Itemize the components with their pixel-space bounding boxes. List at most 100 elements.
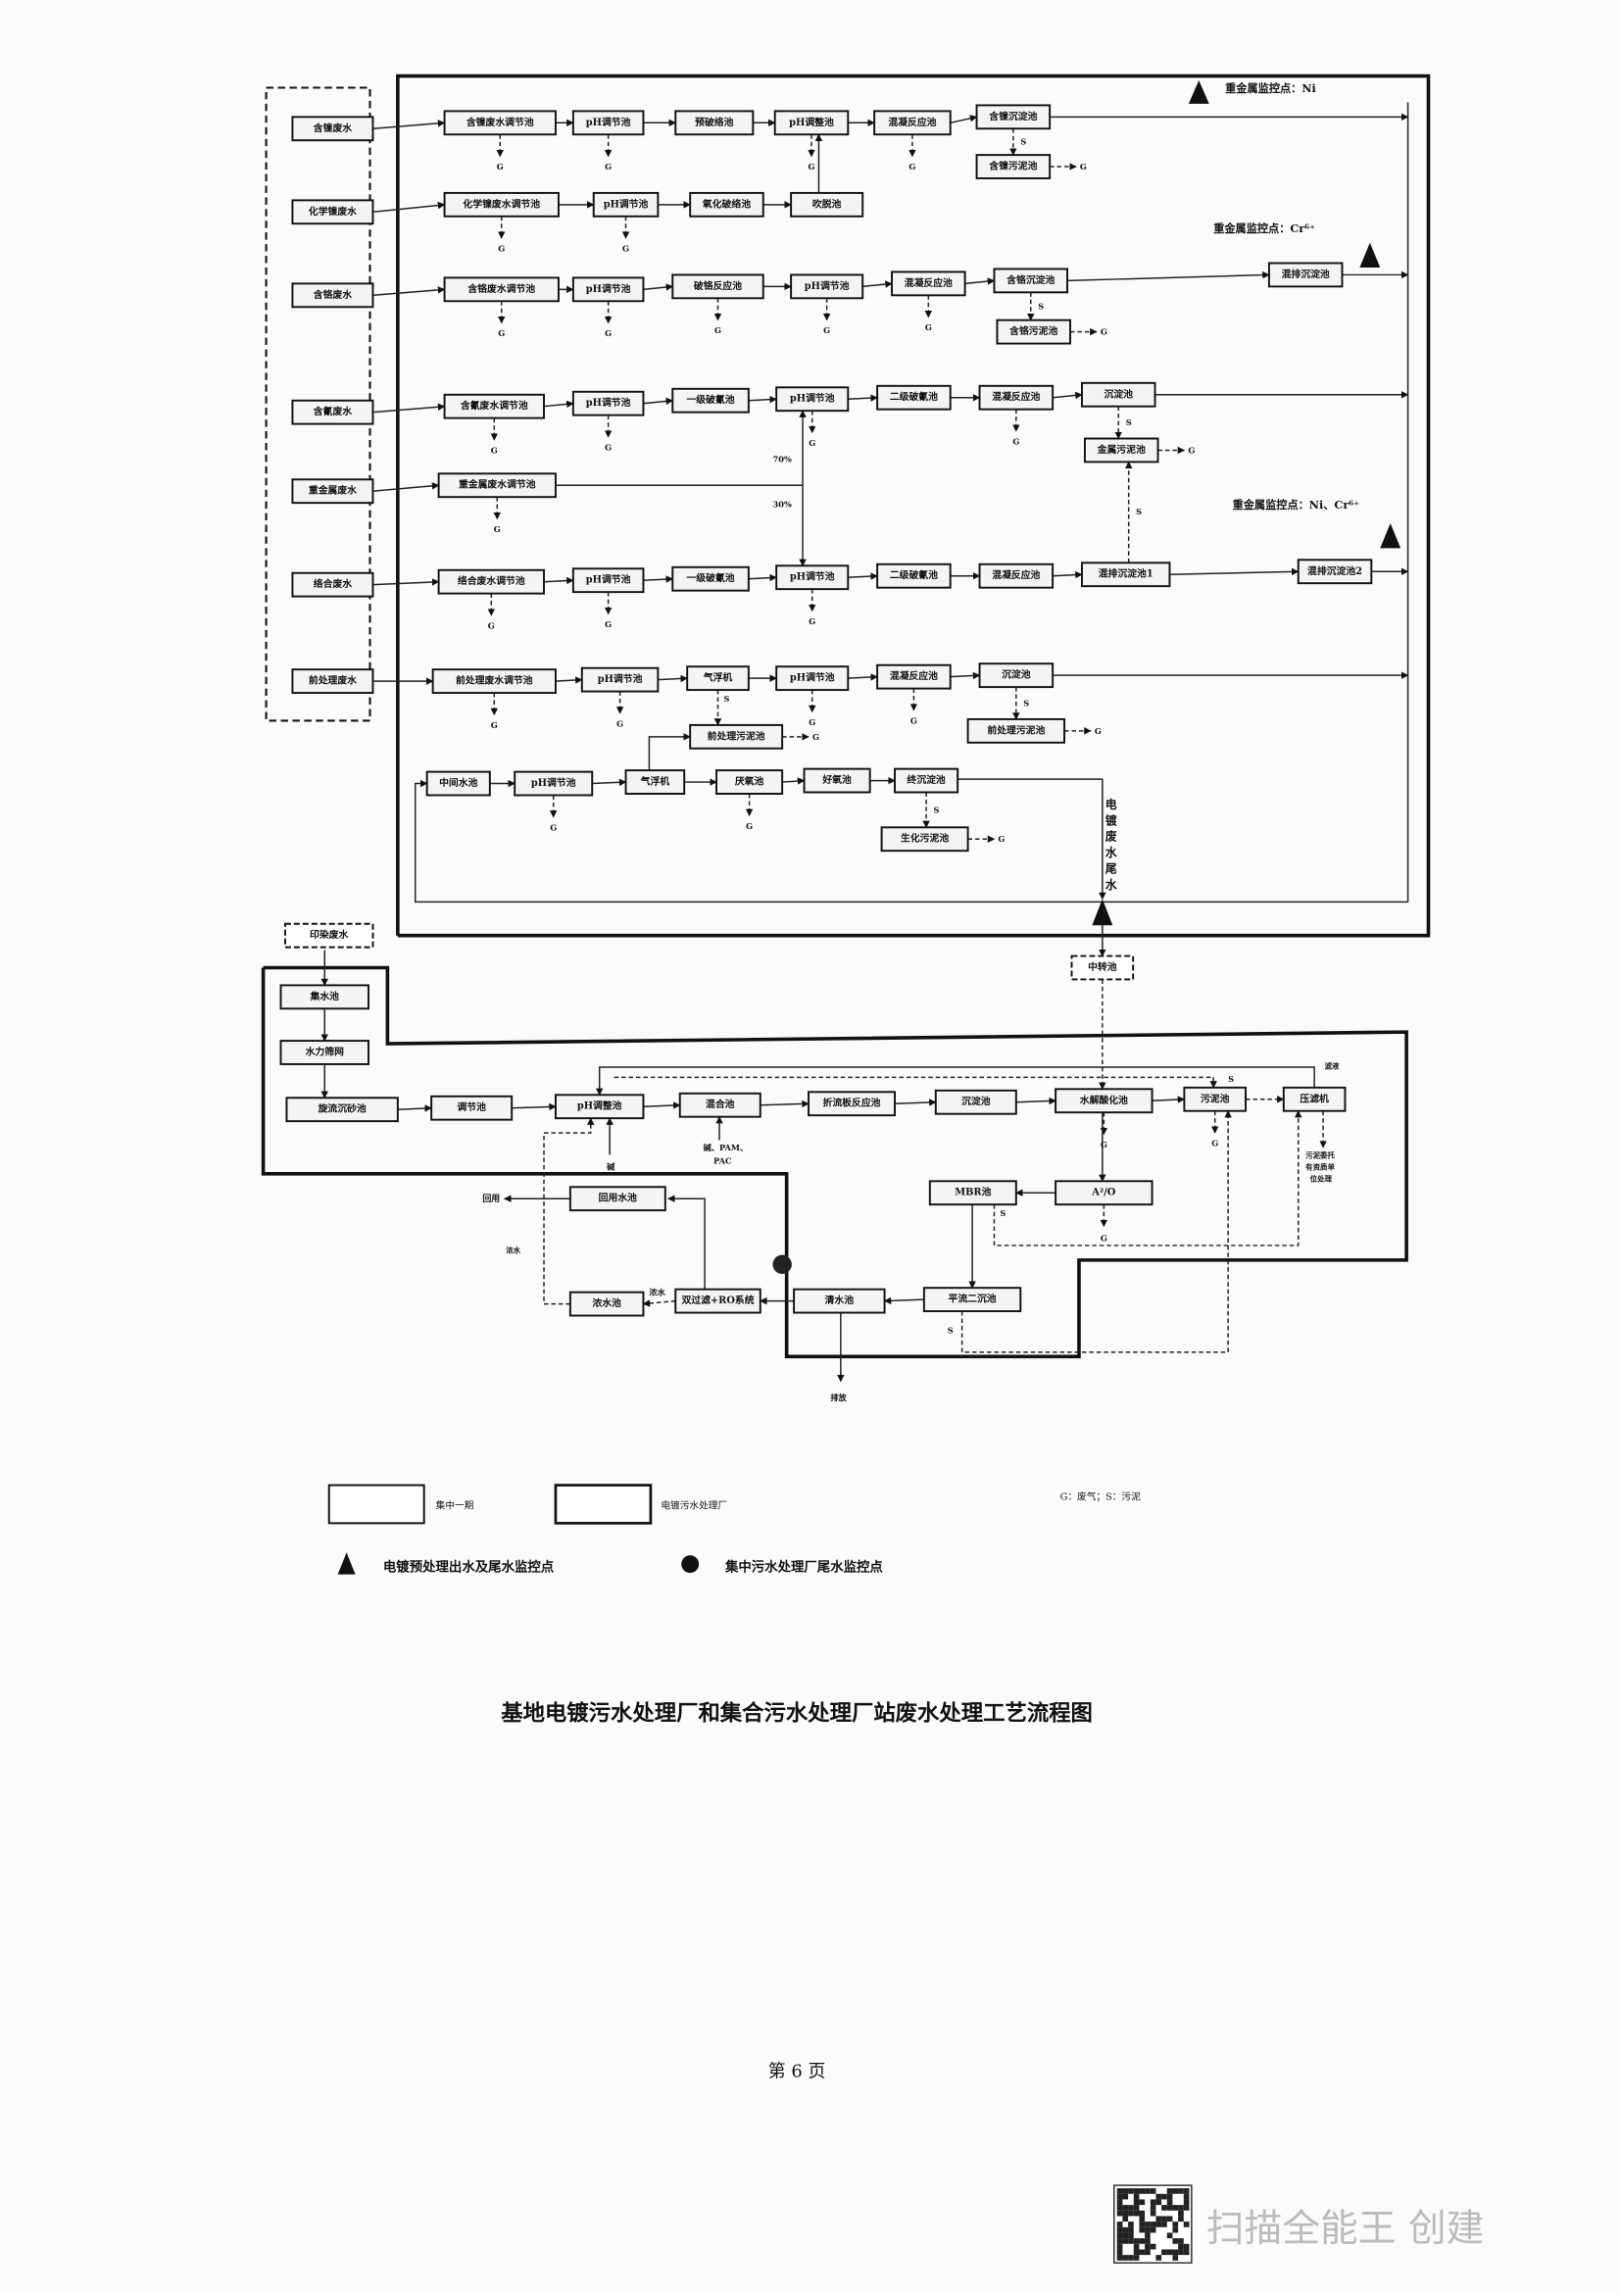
gas-marker: G	[1101, 327, 1107, 337]
sludge-marker: S	[1136, 507, 1142, 516]
conc-water-label-1: 浓水	[506, 1245, 520, 1254]
flow-line	[748, 395, 777, 404]
sludge-marker: S	[1000, 1208, 1006, 1218]
gas-marker: G	[823, 325, 830, 335]
qr-code-icon	[1113, 2184, 1193, 2264]
gas-marker: G	[1101, 1233, 1107, 1243]
process-box-r2-2: pH调节池	[592, 191, 660, 218]
process-box-src-cx: 络合废水	[291, 571, 374, 598]
process-box-label: 含镍废水调节池	[466, 116, 534, 128]
process-box-r3-6: 含铬沉淀池	[993, 268, 1069, 294]
process-box-label: 重金属废水调节池	[459, 478, 536, 491]
process-box-r8-1: 中间水池	[425, 770, 491, 797]
process-box-r5-1: 重金属废水调节池	[437, 472, 557, 499]
process-box-b-col: 集水池	[279, 984, 369, 1010]
process-box-b-sed: 沉淀池	[934, 1089, 1017, 1115]
dashed-flow-line	[543, 1117, 595, 1305]
legend-circle-icon	[681, 1555, 700, 1574]
process-box-label: 沉淀池	[961, 1095, 991, 1107]
process-box-b-mix: 混合池	[678, 1092, 761, 1118]
discharge-label: 排放	[830, 1392, 847, 1402]
process-box-r3-3: 破铬反应池	[671, 273, 764, 300]
gas-marker: G	[1080, 162, 1087, 171]
flow-line	[592, 778, 627, 787]
process-box-label: 络合废水	[314, 577, 352, 590]
process-box-label: pH调节池	[586, 282, 631, 295]
process-box-r4-6: 混凝反应池	[978, 384, 1055, 411]
flow-line	[543, 400, 574, 409]
sludge-marker: S	[1228, 1074, 1234, 1084]
process-box-label: 含镍沉淀池	[989, 110, 1037, 122]
process-box-label: 二级破氰池	[890, 568, 938, 581]
monitor-circle-central	[772, 1254, 792, 1275]
flow-line	[372, 403, 446, 414]
reuse-label: 回用	[482, 1194, 500, 1204]
sludge-marker: S	[724, 694, 730, 704]
process-box-r3-2: pH调节池	[571, 276, 645, 303]
process-box-label: 厌氧池	[735, 775, 764, 788]
process-box-label: MBR池	[955, 1186, 991, 1198]
process-box-label: 回用水池	[599, 1192, 637, 1204]
flow-line	[648, 733, 691, 771]
gas-marker: G	[605, 328, 612, 338]
process-box-b-sec: 平流二沉池	[922, 1287, 1022, 1313]
svg-text:电: 电	[1105, 798, 1117, 811]
process-box-b-transfer: 中转池	[1070, 954, 1135, 981]
process-box-label: 气浮机	[703, 671, 733, 684]
scanner-watermark: 扫描全能王 创建	[1206, 2207, 1485, 2251]
chemicals-label-1: 碱、PAM、	[704, 1143, 749, 1152]
flow-line	[643, 1101, 681, 1109]
process-box-r2-1: 化学镍废水调节池	[443, 191, 560, 218]
process-box-label: pH调整池	[577, 1099, 622, 1112]
process-box-r1-2: pH调节池	[571, 110, 645, 136]
process-box-r6-5: 二级破氰池	[876, 562, 952, 589]
flow-line	[950, 671, 981, 680]
process-box-r7-4: pH调节池	[775, 665, 850, 692]
gas-marker: G	[1188, 445, 1195, 455]
split-label-30: 30%	[773, 500, 792, 510]
process-box-r1-1: 含镍废水调节池	[443, 110, 557, 136]
flow-line	[950, 115, 978, 124]
process-box-r4-7: 沉淀池	[1080, 381, 1156, 408]
frame-plating-plant	[396, 73, 1431, 938]
process-box-r7-6: 沉淀池	[978, 662, 1055, 689]
gas-marker: G	[714, 325, 721, 335]
process-box-r2-4: 吹脱池	[790, 191, 864, 218]
filtrate-label: 滤液	[1325, 1060, 1340, 1070]
page-number: 第 6 页	[768, 2062, 826, 2082]
process-box-label: 旋流沉砂池	[318, 1102, 367, 1115]
process-box-r4-4: pH调节池	[775, 386, 850, 413]
process-box-label: 水解酸化池	[1080, 1094, 1128, 1106]
svg-text:水: 水	[1105, 878, 1118, 892]
process-box-label: 混排沉淀池2	[1307, 564, 1362, 577]
process-box-r7-s2: 前处理污泥池	[966, 717, 1066, 744]
sludge-marker: S	[1126, 417, 1132, 427]
flow-line	[1053, 570, 1083, 579]
process-box-label: 吹脱池	[812, 197, 842, 210]
process-box-label: pH调节池	[790, 570, 835, 583]
process-box-label: 沉淀池	[1002, 668, 1031, 681]
process-box-label: 沉淀池	[1105, 387, 1134, 400]
flow-line	[862, 280, 893, 288]
dashed-flow-line	[960, 1109, 1232, 1353]
process-box-label: 一级破氰池	[686, 571, 734, 584]
process-box-b-ph: pH调整池	[554, 1094, 645, 1120]
process-box-label: 化学镍废水	[309, 205, 357, 218]
gas-marker: G	[746, 821, 753, 831]
flow-line	[643, 397, 674, 406]
process-box-r7-s1: 前处理污泥池	[689, 723, 784, 750]
legend-phase1-label: 集中一期	[436, 1498, 474, 1511]
process-box-r6-2: pH调节池	[571, 567, 645, 594]
sludge-marker: S	[1023, 699, 1029, 708]
process-box-label: 集水池	[310, 990, 340, 1002]
process-box-label: 含镍废水	[314, 122, 352, 134]
flow-line	[848, 394, 878, 402]
process-box-label: pH调节池	[604, 197, 649, 210]
monitor-triangle-tail	[1092, 899, 1113, 926]
process-box-r3-4: pH调节池	[790, 273, 864, 300]
flow-line	[658, 674, 688, 683]
monitor-label-ni: 重金属监控点：Ni	[1225, 81, 1316, 95]
process-box-label: 混凝反应池	[890, 669, 938, 682]
process-box-r8-4: 厌氧池	[715, 769, 784, 795]
